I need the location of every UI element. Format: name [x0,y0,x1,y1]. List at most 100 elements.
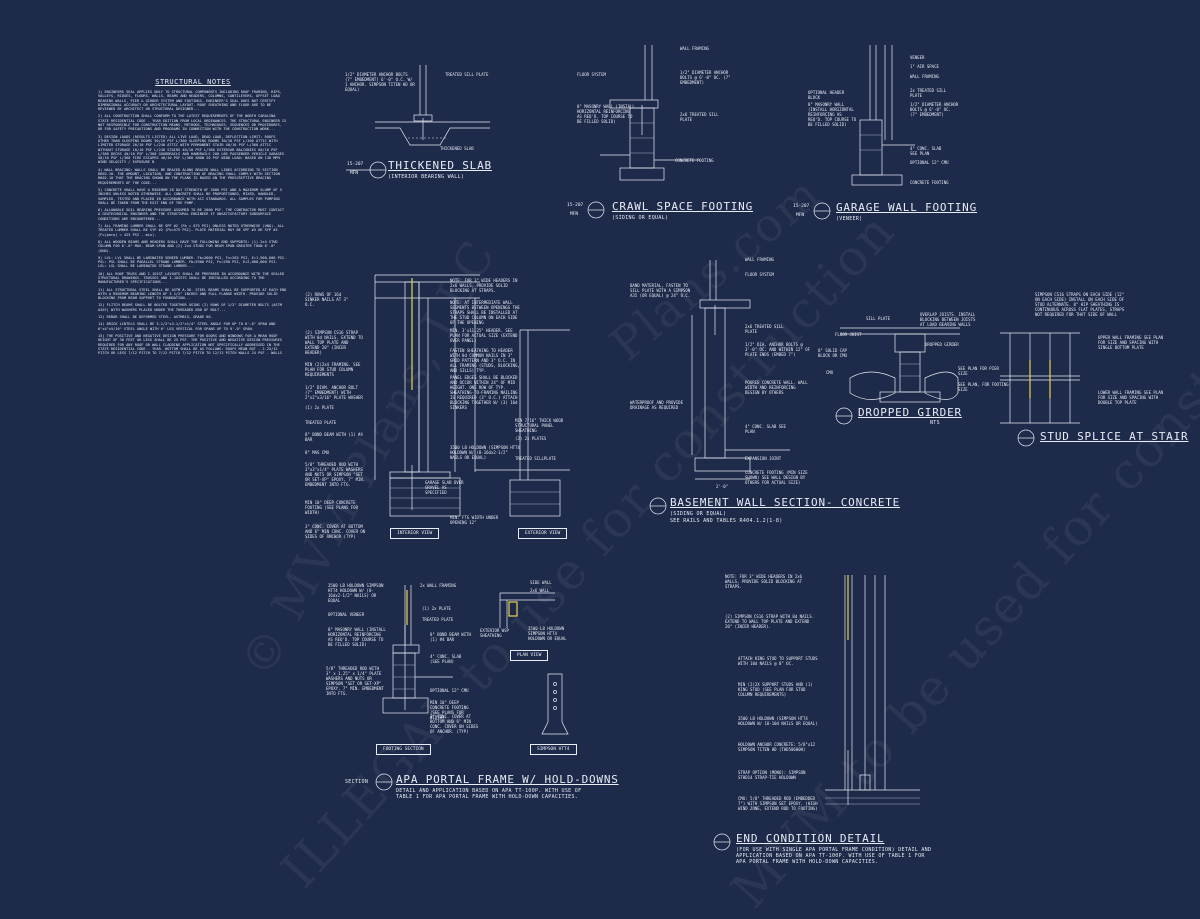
thickened-slab-title: THICKENED SLAB [388,159,492,172]
simpson-htt4-drawing [541,673,569,735]
garage-title: GARAGE WALL FOOTING [836,201,978,214]
apa-2x6: 2x6 WALL [530,588,550,593]
garage-callout-air: 1" AIR SPACE [910,64,939,69]
stud-splice-title: STUD SPLICE AT STAIR [1040,430,1189,443]
portal-note-3: MIN. 3'x11.25" HEADER. SEE PLAN FOR ACTU… [450,328,518,343]
girder-sill: SILL PLATE [866,316,891,321]
thickened-slab-callout-3: THICKENED SLAB [440,146,474,151]
portal-callout-2: (2) SIMPSON CS16 STRAP WITH 8d NAILS. EX… [305,330,363,355]
crawl-prefix: MFN [570,212,579,217]
thickened-slab-callout-2: TREATED SILL PLATE [445,72,489,77]
crawl-callout-sill: 2x6 TREATED SILL PLATE [680,112,719,122]
note-10: 10) ALL ROOF TRUSS AND I-JOIST LAYOUTS S… [98,271,287,285]
end-king-stud: ATTACH KING STUD TO SUPPORT STUDS WITH 1… [738,656,818,666]
garage-callout-footing: CONCRETE FOOTING [910,180,949,185]
portal-note-10: MIN. FTG WIDTH UNDER OPENING 12" [450,515,499,525]
apa-section-prefix: SECTION [345,779,369,785]
basement-wall-framing: WALL FRAMING [745,257,774,262]
end-holdown: 3500 LB HOLDOWN (SIMPSON HTT4 HOLDOWN W/… [738,716,818,726]
simpson-htt4-label: SIMPSON HTT4 [530,744,577,755]
end-subtitle: (FOR USE WITH SINGLE APA PORTAL FRAME CO… [736,847,932,865]
apa-rod: 5/8" THREADED ROD WITH 3" x 1.25" x 1/4"… [326,666,384,696]
crawl-callout-masonry: 8" MASONRY WALL (INSTALL HORIZONTAL REIN… [577,104,635,124]
basement-expansion: EXPANSION JOINT [745,456,782,461]
portal-callout-8: 8" MAS CMU [305,450,330,455]
portal-note-6: MIN 7/16" THICK WOOD STRUCTURAL PANEL SH… [515,418,564,433]
thickened-slab-subtitle: (INTERIOR BEARING WALL) [388,174,465,180]
interior-view-label: INTERIOR VIEW [390,528,440,539]
portal-note-4: FASTEN SHEATHING TO HEADER WITH 8d COMMO… [450,348,520,373]
portal-frame-drawing [374,274,570,517]
end-strap: (2) SIMPSON CS16 STRAP WITH 8d NAILS. EX… [725,614,815,629]
apa-wsp: EXTERIOR WSP SHEATHING [480,628,509,638]
stud-splice-lower: LOWER WALL FRAMING SEE PLAN FOR SIZE AND… [1098,390,1164,405]
apa-treated: TREATED PLATE [422,617,454,622]
apa-holdown: 3500 LB HOLDOWN SIMPSON HTT4 HOLDOWN W/ … [328,583,384,603]
apa-subtitle: DETAIL AND APPLICATION BASED ON APA TT-1… [396,788,582,800]
note-7: 7) ALL FRAMING LUMBER SHALL BE SPF #2 (F… [98,224,287,237]
portal-note-7: (2) 2x PLATES [515,436,547,441]
crawl-callout-anchor: 1/2" DIAMETER ANCHOR BOLTS @ 6'-0" OC. (… [680,70,731,85]
portal-note-8: 3500 LB HOLDOWN (SIMPSON HTT4 HOLDOWN W/… [450,445,520,460]
crawl-title: CRAWL SPACE FOOTING [612,200,754,213]
note-12: 12) FLITCH BEAMS SHALL BE BOLTED TOGETHE… [98,303,285,312]
garage-callout-masonry: 8" MASONRY WALL (INSTALL HORIZONTAL REIN… [808,102,857,127]
garage-callout-wall: WALL FRAMING [910,74,939,79]
stud-splice-tag-bubble [1017,429,1035,447]
crawl-tag-bubble [587,201,605,219]
girder-title: DROPPED GIRDER [858,406,962,419]
garage-subtitle: (VENEER) [836,216,863,222]
basement-wall-drawing [691,260,790,480]
crawl-callout-floor: FLOOR SYSTEM [577,72,606,77]
basement-dim: 2'-0" [716,484,729,489]
stud-splice-drawing [1000,332,1080,424]
garage-callout-cmu: OPTIONAL 12" CMU [910,160,949,165]
garage-callout-sill: 2x TREATED SILL PLATE [910,88,947,98]
portal-note-9: TREATED SILLPLATE [515,456,556,461]
garage-callout-veneer: VENEER [910,55,925,60]
end-cmu: CMU: 5/8" THREADED ROD (EMBEDDED 7") WIT… [738,796,818,811]
note-13: 13) REBAR SHALL BE DEFORMED STEEL. ASTM6… [98,315,213,320]
structural-notes: STRUCTURAL NOTES 1) ENGINEERS SEAL APPLI… [98,78,288,358]
garage-wall-drawing [851,45,915,186]
basement-tag-bubble [649,497,667,515]
portal-note-5: PANEL EDGES SHALL BE BLOCKED AND OCCUR W… [450,375,518,410]
garage-tag-bubble [813,202,831,220]
portal-note-1: NOTE: FOR 3" WIDE HEADERS IN 2x6 WALLS, … [450,278,518,293]
note-15: 15) THE POSITIVE AND NEGATIVE DESIGN PRE… [98,333,285,356]
basement-slab: 4" CONC. SLAB SEE PLAN [745,424,786,434]
garage-prefix: MFN [796,213,805,218]
portal-callout-7: 8" BOND BEAM WITH (1) #4 BAR [305,432,363,442]
garage-callout-header: OPTIONAL HEADER BLOCK [808,90,845,100]
basement-anchor: 1/2" DIA. ANCHOR BOLTS @ 3'-0" OC. AND W… [745,342,811,357]
crawl-space-drawing [600,45,700,181]
garage-callout-anchor: 1/2" DIAMETER ANCHOR BOLTS @ 6'-0" OC. (… [910,102,959,117]
girder-pier: SEE PLAN FOR PIER SIZE [958,366,999,376]
girder-joist: FLOOR JOIST [835,332,862,337]
crawl-number: 15-207 [567,203,584,208]
apa-side-wall: SIDE WALL [530,580,552,585]
exterior-view-label: EXTERIOR VIEW [518,528,568,539]
basement-band: BAND MATERIAL, FASTEN TO SILL PLATE WITH… [630,283,691,298]
girder-cap: 8" SOLID CAP BLOCK OR CMU [818,348,847,358]
thickened-slab-callout-1: 1/2" DIAMETER ANCHOR BOLTS (7" EMBEDMENT… [345,72,415,92]
note-6: 6) ALLOWABLE SOIL BEARING PRESSURE ASSUM… [98,208,287,221]
apa-plan-view-drawing [499,592,555,628]
garage-callout-slab: 4" CONC. SLAB SEE PLAN [910,146,942,156]
end-condition-drawing [825,575,920,805]
note-3: 3) DESIGN LOADS (RESULTS LISTED) ALL LIV… [98,134,287,165]
note-9: 9) LVL: LVL SHALL BE LAMINATED VENEER LU… [98,255,289,269]
dropped-girder-drawing [840,327,960,403]
end-anchor: HOLDOWN ANCHOR CONCRETE: 5/8"x12 SIMPSON… [738,742,816,752]
portal-callout-5: (1) 2x PLATE [305,405,334,410]
garage-number: 15-207 [793,204,810,209]
note-4: 4) WALL BRACING: WALLS SHALL BE BRACED A… [98,167,282,185]
note-11: 11) ALL STRUCTURAL STEEL SHALL BE ASTM A… [98,287,289,301]
thickened-slab-number: 15-207 [347,162,364,167]
note-8: 8) ALL WOODEN BEAMS AND HEADERS SHALL HA… [98,239,280,253]
end-strap-option: STRAP OPTION (MONO): SIMPSON STHD14 STRA… [738,770,806,780]
portal-callout-10: MIN 10" DEEP CONCRETE FOOTING (SEE PLANS… [305,500,358,515]
crawl-callout-wall: WALL FRAMING [680,46,709,51]
stud-splice-upper: UPPER WALL FRAMING SEE PLAN FOR SIZE AND… [1098,335,1164,350]
portal-callout-3: MIN (2)2x4 FRAMING. SEE PLAN FOR STUD CO… [305,362,361,377]
